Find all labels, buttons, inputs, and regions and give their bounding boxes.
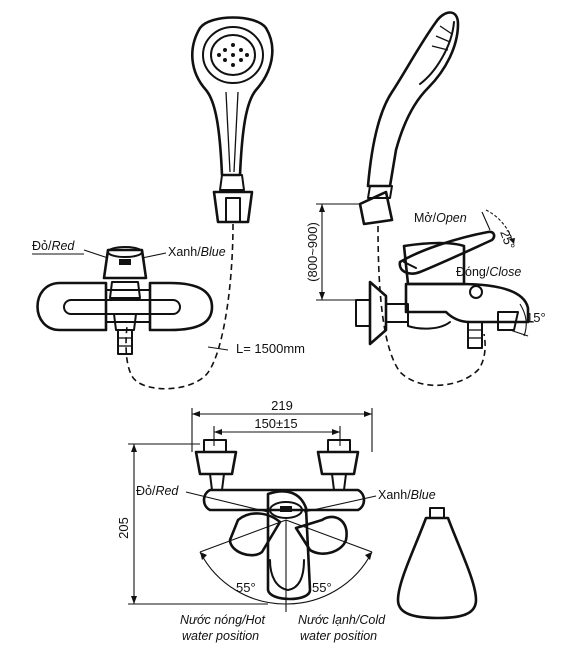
top-view-connectors — [194, 439, 360, 491]
red-label-top-en: Red — [155, 484, 179, 498]
angle-25-label: 25° — [497, 228, 518, 252]
hose-front — [125, 223, 234, 390]
blue-label-top: Xanh/Blue — [378, 488, 436, 502]
angle-15-label: 15° — [526, 310, 546, 325]
rotation-angles: 55° 55° — [199, 519, 373, 612]
angle-left-label: 55° — [236, 580, 256, 595]
spout-front-view — [396, 507, 478, 620]
open-label-vi: Mở/ — [414, 211, 437, 225]
hot-water-line2: water position — [182, 629, 259, 643]
red-label-en: Red — [51, 239, 75, 253]
open-label: Mở/Open — [414, 211, 467, 225]
hose-side — [377, 225, 486, 387]
blue-label-front: Xanh/Blue — [168, 245, 226, 259]
mixer-body-front — [36, 246, 214, 355]
width-centers-label: 150±15 — [254, 416, 297, 431]
close-label-vi: Đóng/ — [456, 265, 490, 279]
top-view-body — [202, 488, 366, 601]
height-total-dimension: 205 — [116, 443, 268, 605]
height-range-label: (800~900) — [305, 222, 320, 282]
open-label-en: Open — [436, 211, 467, 225]
front-view-assembly: Đỏ/Red Xanh/Blue L= 1500mm — [32, 16, 305, 390]
hose-length-label: L= 1500mm — [236, 341, 305, 356]
cold-water-line2: water position — [300, 629, 377, 643]
cold-water-line1: Nước lạnh/Cold — [298, 613, 386, 627]
red-label-front: Đỏ/Red — [32, 239, 75, 253]
blue-label-top-en: Blue — [411, 488, 436, 502]
width-centers-dimension: 150±15 — [213, 416, 341, 446]
height-dimension-side: (800~900) — [305, 203, 368, 301]
width-total-dimension: 219 — [191, 398, 373, 452]
top-view-assembly: 219 150±15 205 — [116, 398, 436, 643]
angle-right-label: 55° — [312, 580, 332, 595]
hand-shower-side — [366, 11, 460, 199]
blue-label-vi: Xanh/ — [168, 245, 201, 259]
close-label: Đóng/Close — [456, 265, 521, 279]
wall-flange-side — [355, 280, 409, 346]
side-view-assembly: (800~900) Mở/Open Đóng/Close 25° 15° — [305, 11, 546, 387]
red-label-top-vi: Đỏ/ — [136, 484, 156, 498]
height-total-label: 205 — [116, 517, 131, 539]
mixer-body-side — [398, 230, 530, 349]
blue-label-en: Blue — [201, 245, 226, 259]
red-label-top: Đỏ/Red — [136, 484, 179, 498]
hand-shower-front — [190, 16, 274, 191]
shower-holder-side — [358, 190, 394, 226]
blue-label-top-vi: Xanh/ — [378, 488, 411, 502]
width-total-label: 219 — [271, 398, 293, 413]
hot-water-line1: Nước nóng/Hot — [180, 613, 265, 627]
shower-holder-front — [212, 190, 254, 224]
close-label-en: Close — [489, 265, 521, 279]
red-label-vi: Đỏ/ — [32, 239, 52, 253]
